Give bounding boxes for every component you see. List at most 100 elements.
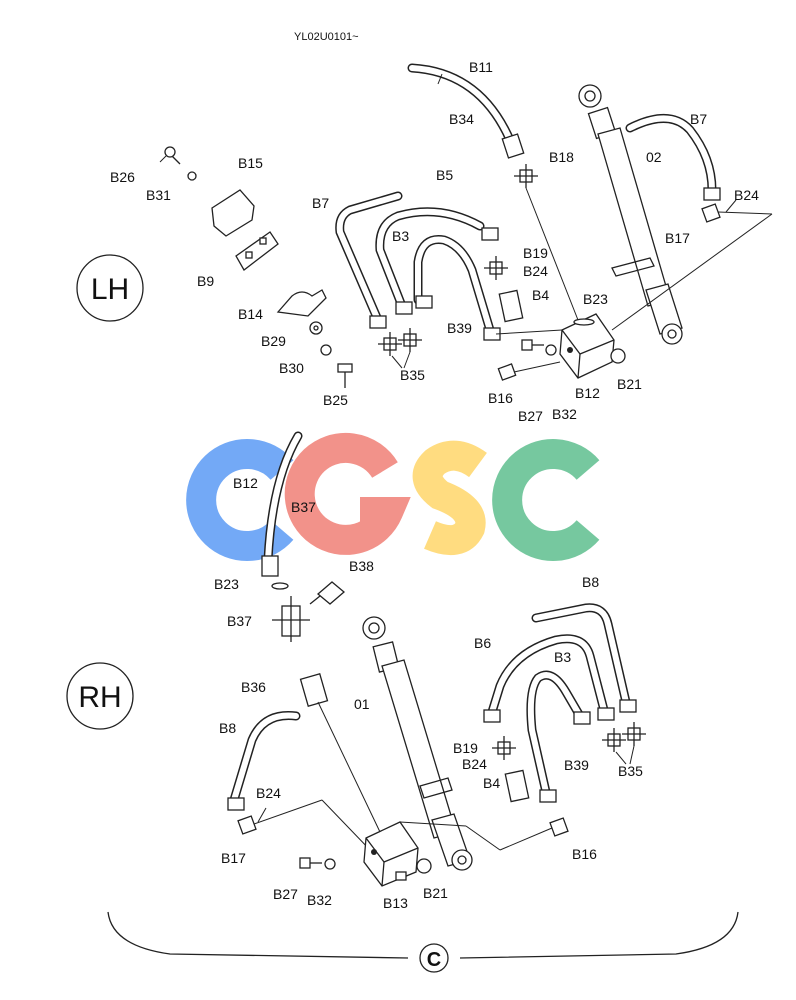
rh-sleeve-b36 — [299, 672, 329, 708]
part-label-lh-b18: B18 — [549, 149, 574, 165]
lh-sleeve-b4 — [498, 289, 524, 323]
part-label-lh-b11: B11 — [469, 59, 493, 75]
part-label-lh-b24b: B24 — [523, 263, 548, 279]
part-label-lh-b17: B17 — [665, 230, 690, 246]
rh-hose-group-right — [483, 603, 637, 803]
part-label-rh-b39: B39 — [564, 757, 589, 773]
part-label-rh-b3: B3 — [554, 649, 571, 665]
lh-washer-b32 — [545, 344, 557, 356]
rh-hose-b8-left — [227, 711, 301, 811]
part-label-lh-b3: B3 — [392, 228, 409, 244]
part-label-lh-b12: B12 — [575, 385, 600, 401]
lh-section-circle — [76, 254, 144, 322]
footer-circle — [419, 943, 449, 973]
part-label-rh-b37b: B37 — [227, 613, 252, 629]
rh-fitting-b16 — [549, 817, 569, 837]
lh-hose-b11 — [407, 63, 525, 159]
cgsc-watermark — [186, 432, 600, 561]
part-label-lh-b29: B29 — [261, 333, 286, 349]
part-label-lh-b7a: B7 — [690, 111, 707, 127]
part-label-rh-b19: B19 — [453, 740, 478, 756]
part-label-rh-b38: B38 — [349, 558, 374, 574]
part-label-lh-b26: B26 — [110, 169, 135, 185]
watermark-letter-c-green — [492, 439, 600, 561]
part-label-rh-b13: B13 — [383, 895, 408, 911]
serial-number: YL02U0101~ — [294, 31, 359, 43]
part-label-lh-b24a: B24 — [734, 187, 759, 203]
part-label-rh-b24b: B24 — [256, 785, 281, 801]
rh-tee-b37 — [272, 596, 310, 642]
part-label-lh-b32: B32 — [552, 406, 577, 422]
rh-tees-b35 — [602, 722, 646, 765]
watermark-letter-c-blue — [186, 439, 294, 561]
rh-oring-b23 — [271, 582, 289, 590]
part-label-lh-b5: B5 — [436, 167, 453, 183]
part-label-lh-b19: B19 — [523, 245, 548, 261]
lh-fitting-b18 — [514, 164, 538, 188]
rh-hose-b12 — [261, 431, 303, 577]
lh-fitting-b16 — [497, 363, 517, 381]
part-label-lh-b9: B9 — [197, 273, 214, 289]
lh-cylinder-02 — [578, 84, 683, 345]
lh-clamp-b14 — [276, 289, 327, 317]
rh-assembly: RH — [66, 431, 646, 887]
lh-bolt-b26 — [159, 146, 181, 165]
lh-washer-b31 — [187, 171, 197, 181]
rh-fitting-b19 — [492, 736, 516, 760]
part-label-lh-b23: B23 — [583, 291, 608, 307]
lh-assembly: LH — [76, 63, 773, 388]
lh-section-label: LH — [91, 273, 129, 306]
part-label-rh-b21: B21 — [423, 885, 448, 901]
lh-bolt-b25 — [337, 363, 353, 388]
part-label-lh-02: 02 — [646, 149, 662, 165]
part-label-rh-b17: B17 — [221, 850, 246, 866]
part-label-lh-b39: B39 — [447, 320, 472, 336]
lh-hose-b7-right — [625, 114, 721, 201]
rh-section-label: RH — [78, 681, 121, 714]
lh-fitting-b19 — [484, 256, 508, 280]
lh-valve-block-b12 — [559, 313, 615, 379]
part-label-lh-b35: B35 — [400, 367, 425, 383]
lh-fitting-b17 — [701, 203, 721, 223]
part-label-rh-b35: B35 — [618, 763, 643, 779]
watermark-letter-s-yellow — [412, 440, 487, 556]
part-label-lh-b4: B4 — [532, 287, 549, 303]
part-label-rh-b27: B27 — [273, 886, 298, 902]
part-label-rh-b16: B16 — [572, 846, 597, 862]
part-label-lh-b30: B30 — [279, 360, 304, 376]
lh-washer-b30 — [320, 344, 332, 356]
rh-plug-b38 — [309, 581, 346, 605]
lh-tees-b35 — [378, 328, 422, 369]
part-label-lh-b34: B34 — [449, 111, 474, 127]
lh-bolt-b27 — [521, 339, 544, 351]
watermark-letter-g-red — [284, 432, 411, 555]
part-label-rh-b12: B12 — [233, 475, 258, 491]
lh-hose-group-left — [335, 191, 501, 341]
rh-section-circle — [66, 662, 134, 730]
part-label-rh-b6: B6 — [474, 635, 491, 651]
part-label-rh-01: 01 — [354, 696, 370, 712]
part-label-rh-b32: B32 — [307, 892, 332, 908]
part-label-rh-b8a: B8 — [582, 574, 599, 590]
part-label-lh-b15: B15 — [238, 155, 263, 171]
lh-oring-b21 — [610, 348, 626, 364]
part-label-rh-b37a: B37 — [291, 499, 316, 515]
part-label-lh-b16: B16 — [488, 390, 513, 406]
rh-sleeve-b4 — [504, 769, 530, 803]
part-label-rh-b24a: B24 — [462, 756, 487, 772]
part-label-rh-b8b: B8 — [219, 720, 236, 736]
part-label-lh-b21: B21 — [617, 376, 642, 392]
part-label-lh-b25: B25 — [323, 392, 348, 408]
lh-bracket-b15 — [211, 189, 255, 237]
rh-fitting-b17 — [237, 815, 257, 835]
part-label-lh-b27: B27 — [518, 408, 543, 424]
footer-bracket: C — [107, 911, 739, 973]
part-label-rh-b23: B23 — [214, 576, 239, 592]
rh-bolt-b27 — [299, 857, 322, 869]
part-label-rh-b36: B36 — [241, 679, 266, 695]
footer-label: C — [427, 949, 441, 971]
lh-plate-b9 — [235, 231, 279, 271]
